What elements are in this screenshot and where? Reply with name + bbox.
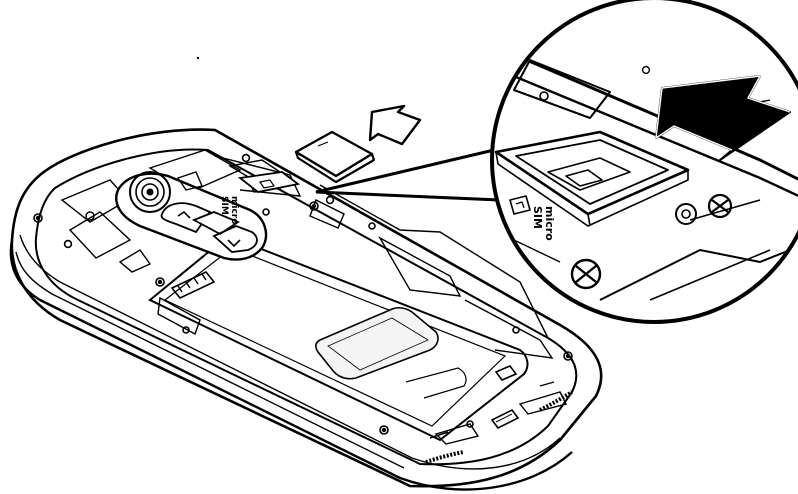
screw-icon bbox=[563, 351, 573, 361]
sim-card-edge bbox=[294, 150, 376, 184]
screw-icon bbox=[379, 425, 389, 435]
card-slot-label-line2: SIM bbox=[531, 206, 544, 229]
phone-inner-frame bbox=[34, 148, 578, 466]
screw-icon bbox=[570, 258, 602, 290]
power-key bbox=[191, 211, 240, 236]
insert-arrow-icon bbox=[368, 104, 422, 146]
card-slot-label: micro SIM bbox=[531, 206, 556, 241]
battery-area bbox=[148, 234, 529, 442]
camera-housing bbox=[115, 172, 268, 261]
screw-icon bbox=[466, 420, 474, 428]
back-sim-slot bbox=[237, 171, 301, 193]
screw-icon bbox=[262, 208, 270, 216]
phone-ports bbox=[425, 365, 574, 464]
battery-contacts-icon bbox=[170, 271, 216, 299]
volume-down-key bbox=[212, 225, 258, 253]
screw-icon bbox=[33, 213, 43, 223]
screw-icon bbox=[309, 201, 319, 211]
sim-card-top bbox=[294, 130, 374, 178]
screw-icon bbox=[512, 326, 520, 334]
screw-icon bbox=[182, 326, 190, 334]
usb-port bbox=[490, 408, 520, 430]
phone-internals bbox=[60, 149, 568, 445]
card-slot-label-line1: micro bbox=[543, 206, 556, 241]
camera-module bbox=[85, 171, 268, 261]
screw-icon bbox=[368, 222, 376, 230]
zoom-sim-chip bbox=[565, 169, 603, 187]
screw-icon bbox=[707, 193, 733, 219]
speaker-grille bbox=[425, 450, 465, 464]
camera-icon bbox=[129, 171, 171, 213]
phone-screws bbox=[33, 153, 573, 435]
back-slot-label-line1: micro bbox=[229, 196, 239, 224]
sim-card bbox=[294, 130, 376, 184]
screw-icon bbox=[325, 195, 335, 205]
zoom-callout: micro SIM bbox=[315, 0, 798, 324]
screw-icon bbox=[155, 277, 165, 287]
phone-side-edge bbox=[9, 239, 573, 491]
battery-label-pad bbox=[315, 307, 439, 380]
screw-icon bbox=[241, 153, 251, 163]
back-slot-label-line2: SIM bbox=[219, 196, 229, 215]
back-slot-label: micro SIM bbox=[219, 196, 239, 224]
screw-icon bbox=[63, 239, 73, 249]
battery-recess bbox=[148, 234, 529, 442]
